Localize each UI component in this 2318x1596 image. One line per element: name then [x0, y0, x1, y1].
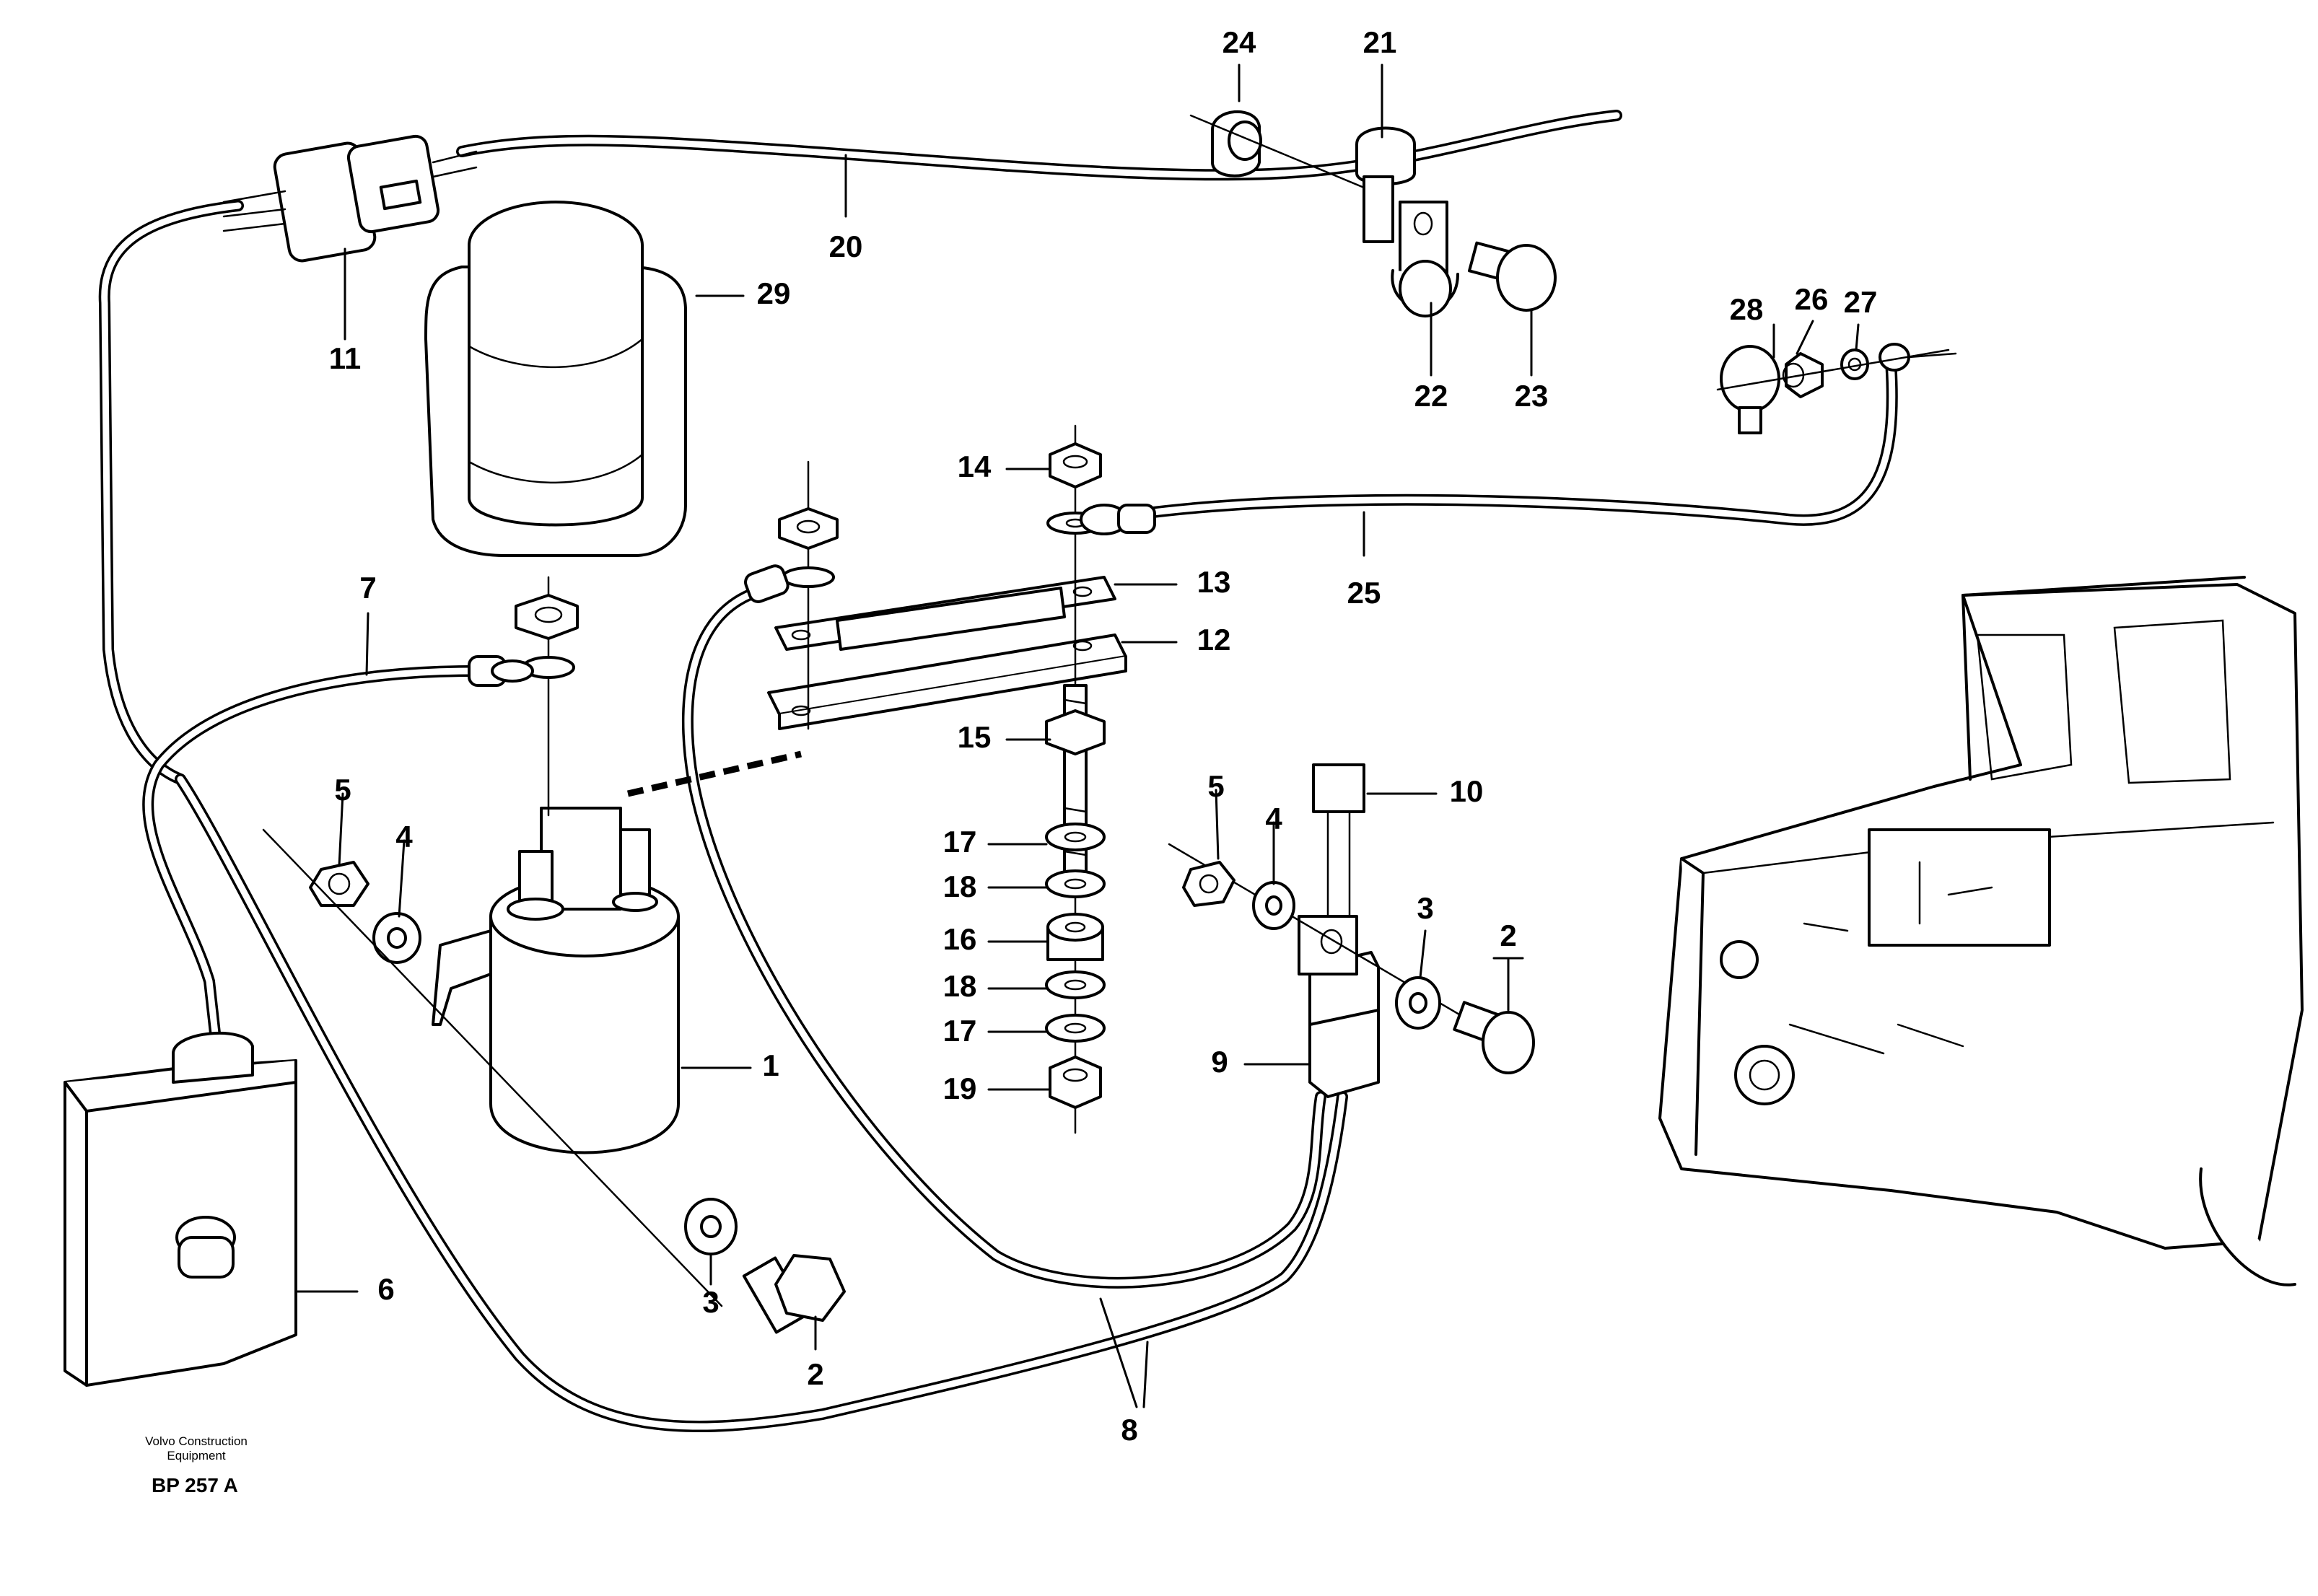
callout-4-left: 4: [395, 820, 413, 854]
rubber-cover-part-29: [424, 201, 687, 557]
assembly-axis-left: [262, 828, 723, 1307]
callout-11: 11: [329, 341, 361, 375]
washer-part-4-right: [1252, 881, 1295, 930]
washer-part-17-upper: [1045, 823, 1106, 851]
fuse-part-10: [1312, 763, 1365, 918]
spacer-part-16: [1046, 913, 1104, 961]
callout-22: 22: [1414, 379, 1448, 413]
lock-washer-part-27: [1840, 348, 1869, 380]
ring-terminal-8: [744, 564, 790, 603]
ring-terminal-7: [468, 655, 534, 687]
clamp-axis-24: [1189, 114, 1365, 189]
machine-location-view: [1658, 576, 2304, 1286]
callout-23: 23: [1515, 379, 1549, 413]
callout-17-lower: 17: [943, 1014, 977, 1048]
callout-12: 12: [1197, 623, 1231, 657]
bolt-part-2-right: [1453, 1001, 1535, 1074]
callout-25: 25: [1347, 576, 1381, 610]
cable-25-ground-strap: [1120, 355, 1898, 526]
callout-8: 8: [1121, 1413, 1137, 1447]
callout-17-upper: 17: [943, 825, 977, 859]
callout-5-left: 5: [334, 773, 351, 807]
callout-14: 14: [958, 450, 992, 483]
caption-company-line1: Volvo Construction: [145, 1434, 248, 1448]
bolt-part-23: [1468, 241, 1557, 312]
cable-lug-part-25: [1879, 343, 1957, 372]
callout-labels: 24 21 20 29 11 22 23 28 26 27 25 13 12 1…: [329, 25, 1878, 1447]
callout-1: 1: [762, 1048, 779, 1082]
callout-28: 28: [1730, 292, 1764, 326]
stud-part-15: [1045, 684, 1106, 874]
washer-part-17-lower: [1045, 1014, 1106, 1043]
callout-18-upper: 18: [943, 869, 977, 903]
hex-nut-part-5-right: [1182, 861, 1235, 907]
bolt-part-2-left: [742, 1254, 846, 1334]
figure-caption: Volvo Construction Equipment BP 257 A: [145, 1434, 248, 1496]
callout-29: 29: [757, 276, 791, 310]
callout-19: 19: [943, 1071, 977, 1105]
bus-bar-part-13: [774, 576, 1116, 651]
bus-bar-nut: [778, 507, 839, 550]
figure-reference-code: BP 257 A: [152, 1474, 238, 1496]
washer-part-18-lower: [1045, 970, 1106, 999]
switch-box-part-6: [64, 1031, 297, 1387]
callout-3-right: 3: [1417, 891, 1433, 925]
callout-7: 7: [359, 571, 376, 605]
washer-part-3-left: [684, 1198, 738, 1255]
callout-6: 6: [377, 1272, 394, 1306]
callout-16: 16: [943, 922, 977, 956]
ground-axis: [1716, 348, 1950, 391]
callout-21: 21: [1363, 25, 1397, 59]
nut-part-19: [1049, 1056, 1102, 1109]
dashed-connection-line: [626, 750, 802, 797]
callout-15: 15: [958, 720, 992, 754]
callout-5-right: 5: [1207, 769, 1224, 803]
cable-20-harness: [456, 110, 1622, 181]
cap-part-28: [1720, 345, 1780, 434]
callout-10: 10: [1450, 774, 1484, 808]
bus-bar-part-12: [767, 633, 1127, 730]
callout-13: 13: [1197, 565, 1231, 599]
connector-part-11: [222, 134, 478, 263]
callout-24: 24: [1223, 25, 1256, 59]
callout-27: 27: [1844, 285, 1878, 319]
relay-part-1: [432, 807, 680, 1154]
cable-8-lower-loop: [175, 773, 1348, 1432]
callout-2-left: 2: [807, 1357, 823, 1391]
relay-nut: [515, 594, 579, 640]
cable-11-left-harness: [98, 200, 244, 785]
washer-part-3-right: [1395, 976, 1441, 1030]
clamp-part-22: [1391, 201, 1459, 317]
callout-3-left: 3: [702, 1285, 719, 1319]
fuse-holder-part-9: [1298, 915, 1380, 1098]
washer-part-4-left: [372, 912, 421, 964]
callout-2-right: 2: [1500, 918, 1516, 952]
callout-9: 9: [1211, 1045, 1228, 1079]
callout-18-lower: 18: [943, 969, 977, 1003]
callout-4-right: 4: [1265, 802, 1282, 836]
hex-nut-part-5-left: [309, 861, 369, 907]
nut-part-24: [1211, 110, 1262, 177]
cable-8-inner-loop: [681, 586, 1326, 1289]
callout-26: 26: [1795, 282, 1829, 316]
cable-7-relay-lead: [142, 665, 475, 1052]
ring-terminal-25: [1080, 504, 1156, 535]
caption-company-line2: Equipment: [167, 1449, 226, 1463]
bus-bar-washer: [782, 566, 835, 588]
washer-part-18-upper: [1045, 869, 1106, 898]
leader-lines: [294, 63, 1860, 1408]
nut-part-14: [1049, 442, 1102, 488]
callout-20: 20: [829, 229, 863, 263]
cable-clip-part-21: [1355, 126, 1416, 243]
